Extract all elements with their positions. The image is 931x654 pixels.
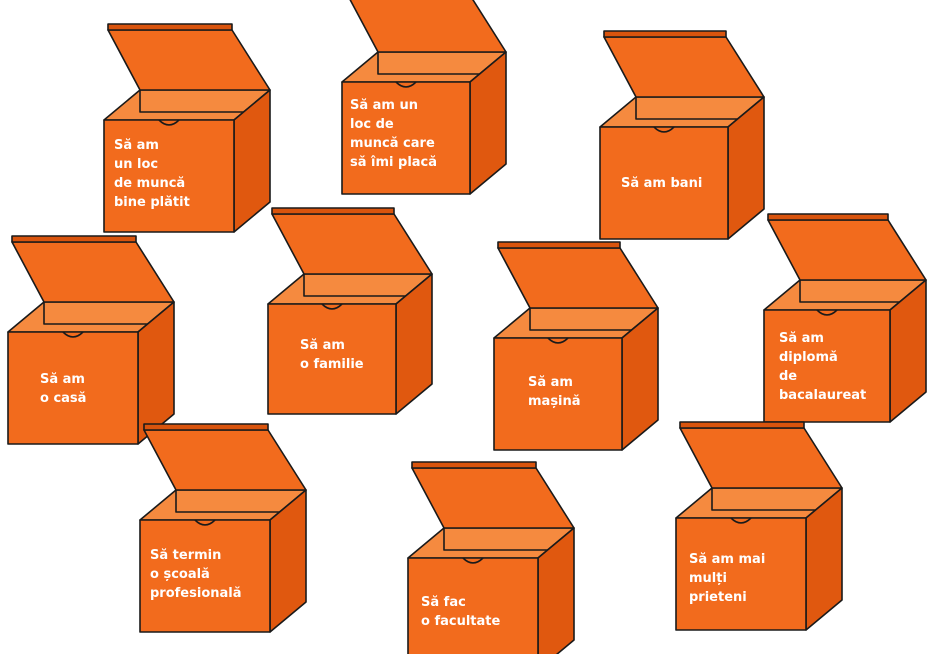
box-10-label: Să am mai mulți prieteni bbox=[689, 550, 765, 607]
box-8-label: Să termin o școală profesională bbox=[150, 546, 242, 603]
box-2-line-3: muncă care bbox=[350, 134, 437, 153]
box-7-line-4: bacalaureat bbox=[779, 386, 866, 405]
box-lid-edge bbox=[108, 24, 232, 30]
box-4-line-1: Să am bbox=[40, 370, 86, 389]
box-lid-edge bbox=[680, 422, 804, 428]
box-8-line-3: profesională bbox=[150, 584, 242, 603]
box-4-label: Să am o casă bbox=[40, 370, 86, 408]
box-7-line-3: de bbox=[779, 367, 866, 386]
box-lid bbox=[144, 430, 306, 490]
box-5-line-2: o familie bbox=[300, 355, 364, 374]
box-lid-edge bbox=[498, 242, 620, 248]
box-lid-edge bbox=[12, 236, 136, 242]
box-lid bbox=[498, 248, 658, 308]
box-lid-edge bbox=[272, 208, 394, 214]
box-7-line-1: Să am bbox=[779, 329, 866, 348]
box-10-line-3: prieteni bbox=[689, 588, 765, 607]
box-9-label: Să fac o facultate bbox=[421, 593, 500, 631]
box-6-line-1: Să am bbox=[528, 373, 581, 392]
box-1-line-2: un loc bbox=[114, 155, 190, 174]
box-5 bbox=[268, 208, 432, 414]
box-2-line-4: să îmi placă bbox=[350, 153, 437, 172]
box-6-label: Să am mașină bbox=[528, 373, 581, 411]
box-3 bbox=[600, 31, 764, 239]
box-9-line-2: o facultate bbox=[421, 612, 500, 631]
box-5-label: Să am o familie bbox=[300, 336, 364, 374]
box-3-label: Să am bani bbox=[621, 174, 702, 193]
box-lid-edge bbox=[604, 31, 726, 37]
box-lid bbox=[680, 428, 842, 488]
box-2-line-2: loc de bbox=[350, 115, 437, 134]
box-1-line-4: bine plătit bbox=[114, 193, 190, 212]
box-10-line-1: Să am mai bbox=[689, 550, 765, 569]
box-6 bbox=[494, 242, 658, 450]
box-9-line-1: Să fac bbox=[421, 593, 500, 612]
box-7-line-2: diplomă bbox=[779, 348, 866, 367]
box-lid bbox=[604, 37, 764, 97]
box-lid bbox=[768, 220, 926, 280]
box-1-line-1: Să am bbox=[114, 136, 190, 155]
box-3-line-1: Să am bani bbox=[621, 174, 702, 193]
box-lid bbox=[272, 214, 432, 274]
box-lid bbox=[12, 242, 174, 302]
box-8-line-1: Să termin bbox=[150, 546, 242, 565]
box-lid bbox=[108, 30, 270, 90]
box-lid-edge bbox=[768, 214, 888, 220]
box-6-line-2: mașină bbox=[528, 392, 581, 411]
box-1-line-3: de muncă bbox=[114, 174, 190, 193]
box-4-line-2: o casă bbox=[40, 389, 86, 408]
box-8-line-2: o școală bbox=[150, 565, 242, 584]
box-4 bbox=[8, 236, 174, 444]
box-lid-edge bbox=[144, 424, 268, 430]
box-lid bbox=[412, 468, 574, 528]
box-lid-edge bbox=[412, 462, 536, 468]
box-2-line-1: Să am un bbox=[350, 96, 437, 115]
box-lid bbox=[346, 0, 506, 52]
box-2-label: Să am un loc de muncă care să îmi placă bbox=[350, 96, 437, 172]
box-1-label: Să am un loc de muncă bine plătit bbox=[114, 136, 190, 212]
box-10-line-2: mulți bbox=[689, 569, 765, 588]
box-5-line-1: Să am bbox=[300, 336, 364, 355]
box-7-label: Să am diplomă de bacalaureat bbox=[779, 329, 866, 405]
